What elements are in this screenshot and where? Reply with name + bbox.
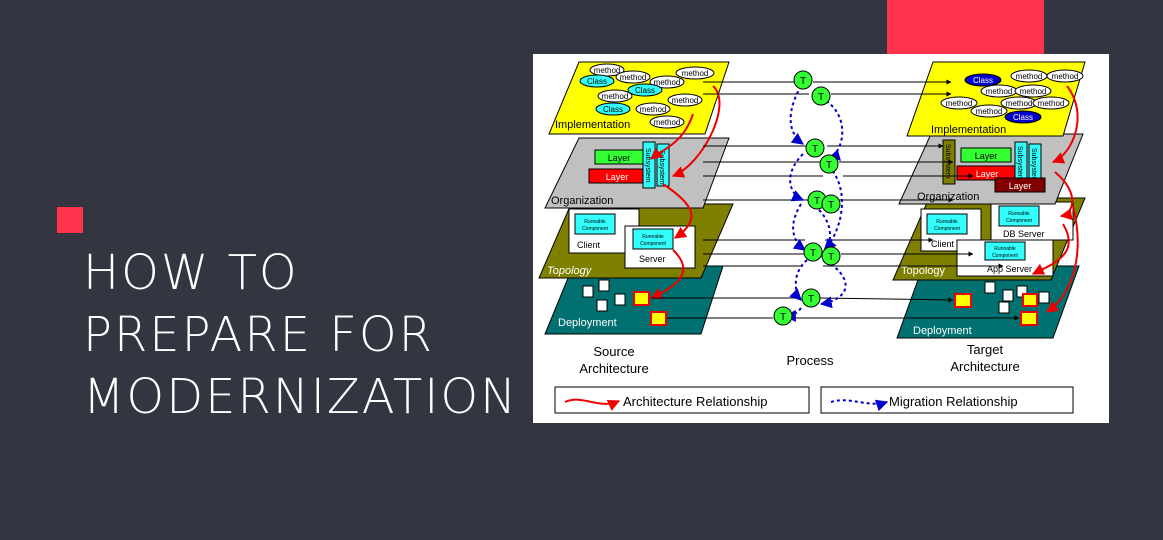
runnable-label: Runnable	[1008, 211, 1030, 217]
target-runnable-app	[984, 241, 1026, 261]
layer-label: Layer	[606, 172, 629, 182]
target-caption-line2: Architecture	[950, 359, 1019, 374]
source-server-label: Server	[639, 254, 666, 264]
runnable-label: Runnable	[584, 219, 606, 225]
process-node-label: T	[810, 248, 816, 259]
source-implementation-label: Implementation	[555, 119, 630, 131]
target-architecture-arrows	[1031, 85, 1079, 313]
method-label: method	[1020, 87, 1047, 96]
class-label: Class	[603, 105, 623, 114]
source-client-label: Client	[577, 240, 601, 250]
subsystem-label: Subsystem	[658, 150, 665, 185]
method-label: method	[1006, 99, 1033, 108]
process-node-label: T	[826, 160, 832, 171]
method-label: method	[682, 69, 709, 78]
runnable-label: Component	[992, 253, 1018, 259]
process-node-label: T	[814, 196, 820, 207]
class-label: Class	[973, 76, 993, 85]
method-label: method	[976, 107, 1003, 116]
source-organization-label: Organization	[551, 195, 613, 207]
runnable-label: Component	[1006, 218, 1032, 224]
source-implementation-elements: method method Class method method Class …	[579, 63, 715, 129]
target-deployment-label: Deployment	[913, 325, 972, 337]
target-caption-line1: Target	[967, 342, 1004, 357]
method-label: method	[1016, 72, 1043, 81]
runnable-label: Runnable	[994, 246, 1016, 252]
source-deploy-artifact-1	[633, 291, 650, 306]
subsystem-label: Subsystem	[644, 148, 651, 183]
source-deploy-artifact-2	[650, 311, 667, 326]
method-label: method	[594, 66, 621, 75]
method-label: method	[620, 73, 647, 82]
method-label: method	[654, 78, 681, 87]
layer-label: Layer	[975, 151, 998, 161]
source-topology-label: Topology	[547, 265, 593, 277]
accent-square	[57, 207, 83, 233]
runnable-label: Component	[582, 226, 608, 232]
method-label: method	[654, 118, 681, 127]
method-label: method	[602, 92, 629, 101]
target-layer-green	[960, 147, 1012, 163]
target-implementation-elements: Class method method method method method…	[940, 69, 1084, 124]
class-label: Class	[587, 77, 607, 86]
target-app-server-label: App Server	[987, 264, 1032, 274]
architecture-diagram: Deployment Topology Runnable Component C…	[533, 54, 1109, 423]
target-deploy-artifact-1	[954, 293, 972, 308]
legend-architecture-label: Architecture Relationship	[623, 394, 768, 409]
layer-label: Layer	[1009, 181, 1032, 191]
legend-migration-box	[820, 386, 1074, 414]
source-runnable-server	[632, 228, 674, 250]
process-node-label: T	[828, 200, 834, 211]
red-curved-arrow-icon	[564, 398, 621, 411]
method-label: method	[946, 99, 973, 108]
legend-migration-label: Migration Relationship	[889, 394, 1018, 409]
class-label: Class	[635, 86, 655, 95]
method-label: method	[672, 96, 699, 105]
target-deploy-artifact-3	[1022, 293, 1038, 307]
subsystem-label: Subsystem	[1030, 148, 1037, 183]
target-db-server-label: DB Server	[1003, 229, 1045, 239]
runnable-label: Runnable	[642, 234, 664, 240]
process-node-label: T	[800, 76, 806, 87]
target-runnable-client	[926, 213, 968, 235]
target-deploy-artifact-2	[1020, 311, 1038, 326]
process-caption: Process	[787, 353, 834, 368]
target-topology-label: Topology	[901, 265, 946, 277]
process-node-label: T	[812, 144, 818, 155]
runnable-label: Runnable	[936, 219, 958, 225]
method-label: method	[1038, 99, 1065, 108]
process-nodes: T T T T T T T T T T	[773, 70, 841, 326]
runnable-label: Component	[640, 241, 666, 247]
legend-architecture-box	[554, 386, 810, 414]
target-organization-label: Organization	[917, 191, 979, 203]
method-label: method	[1052, 72, 1079, 81]
subsystem-label: Subsystem	[944, 144, 951, 179]
accent-bar	[887, 0, 1044, 54]
process-node-label: T	[780, 312, 786, 323]
process-node-label: T	[818, 92, 824, 103]
target-client-label: Client	[931, 239, 955, 249]
target-layer-dark-red	[994, 177, 1046, 193]
source-deployment-label: Deployment	[558, 317, 617, 329]
method-label: method	[986, 87, 1013, 96]
runnable-label: Component	[934, 226, 960, 232]
source-runnable-client	[574, 213, 616, 235]
layer-label: Layer	[976, 169, 999, 179]
target-deployment-icons	[984, 281, 1050, 314]
process-connectors	[651, 79, 1020, 321]
source-caption-line1: Source	[593, 344, 634, 359]
source-deployment-icons	[582, 279, 626, 312]
slide-title: HOW TO PREPARE FOR MODERNIZATION	[83, 245, 519, 425]
layer-label: Layer	[608, 153, 631, 163]
target-implementation-label: Implementation	[931, 124, 1006, 136]
process-node-label: T	[808, 294, 814, 305]
method-label: method	[640, 105, 667, 114]
source-caption-line2: Architecture	[579, 361, 648, 376]
subsystem-label: Subsystem	[1016, 146, 1023, 181]
class-label: Class	[1013, 113, 1033, 122]
process-node-label: T	[828, 252, 834, 263]
target-runnable-db	[998, 205, 1040, 227]
